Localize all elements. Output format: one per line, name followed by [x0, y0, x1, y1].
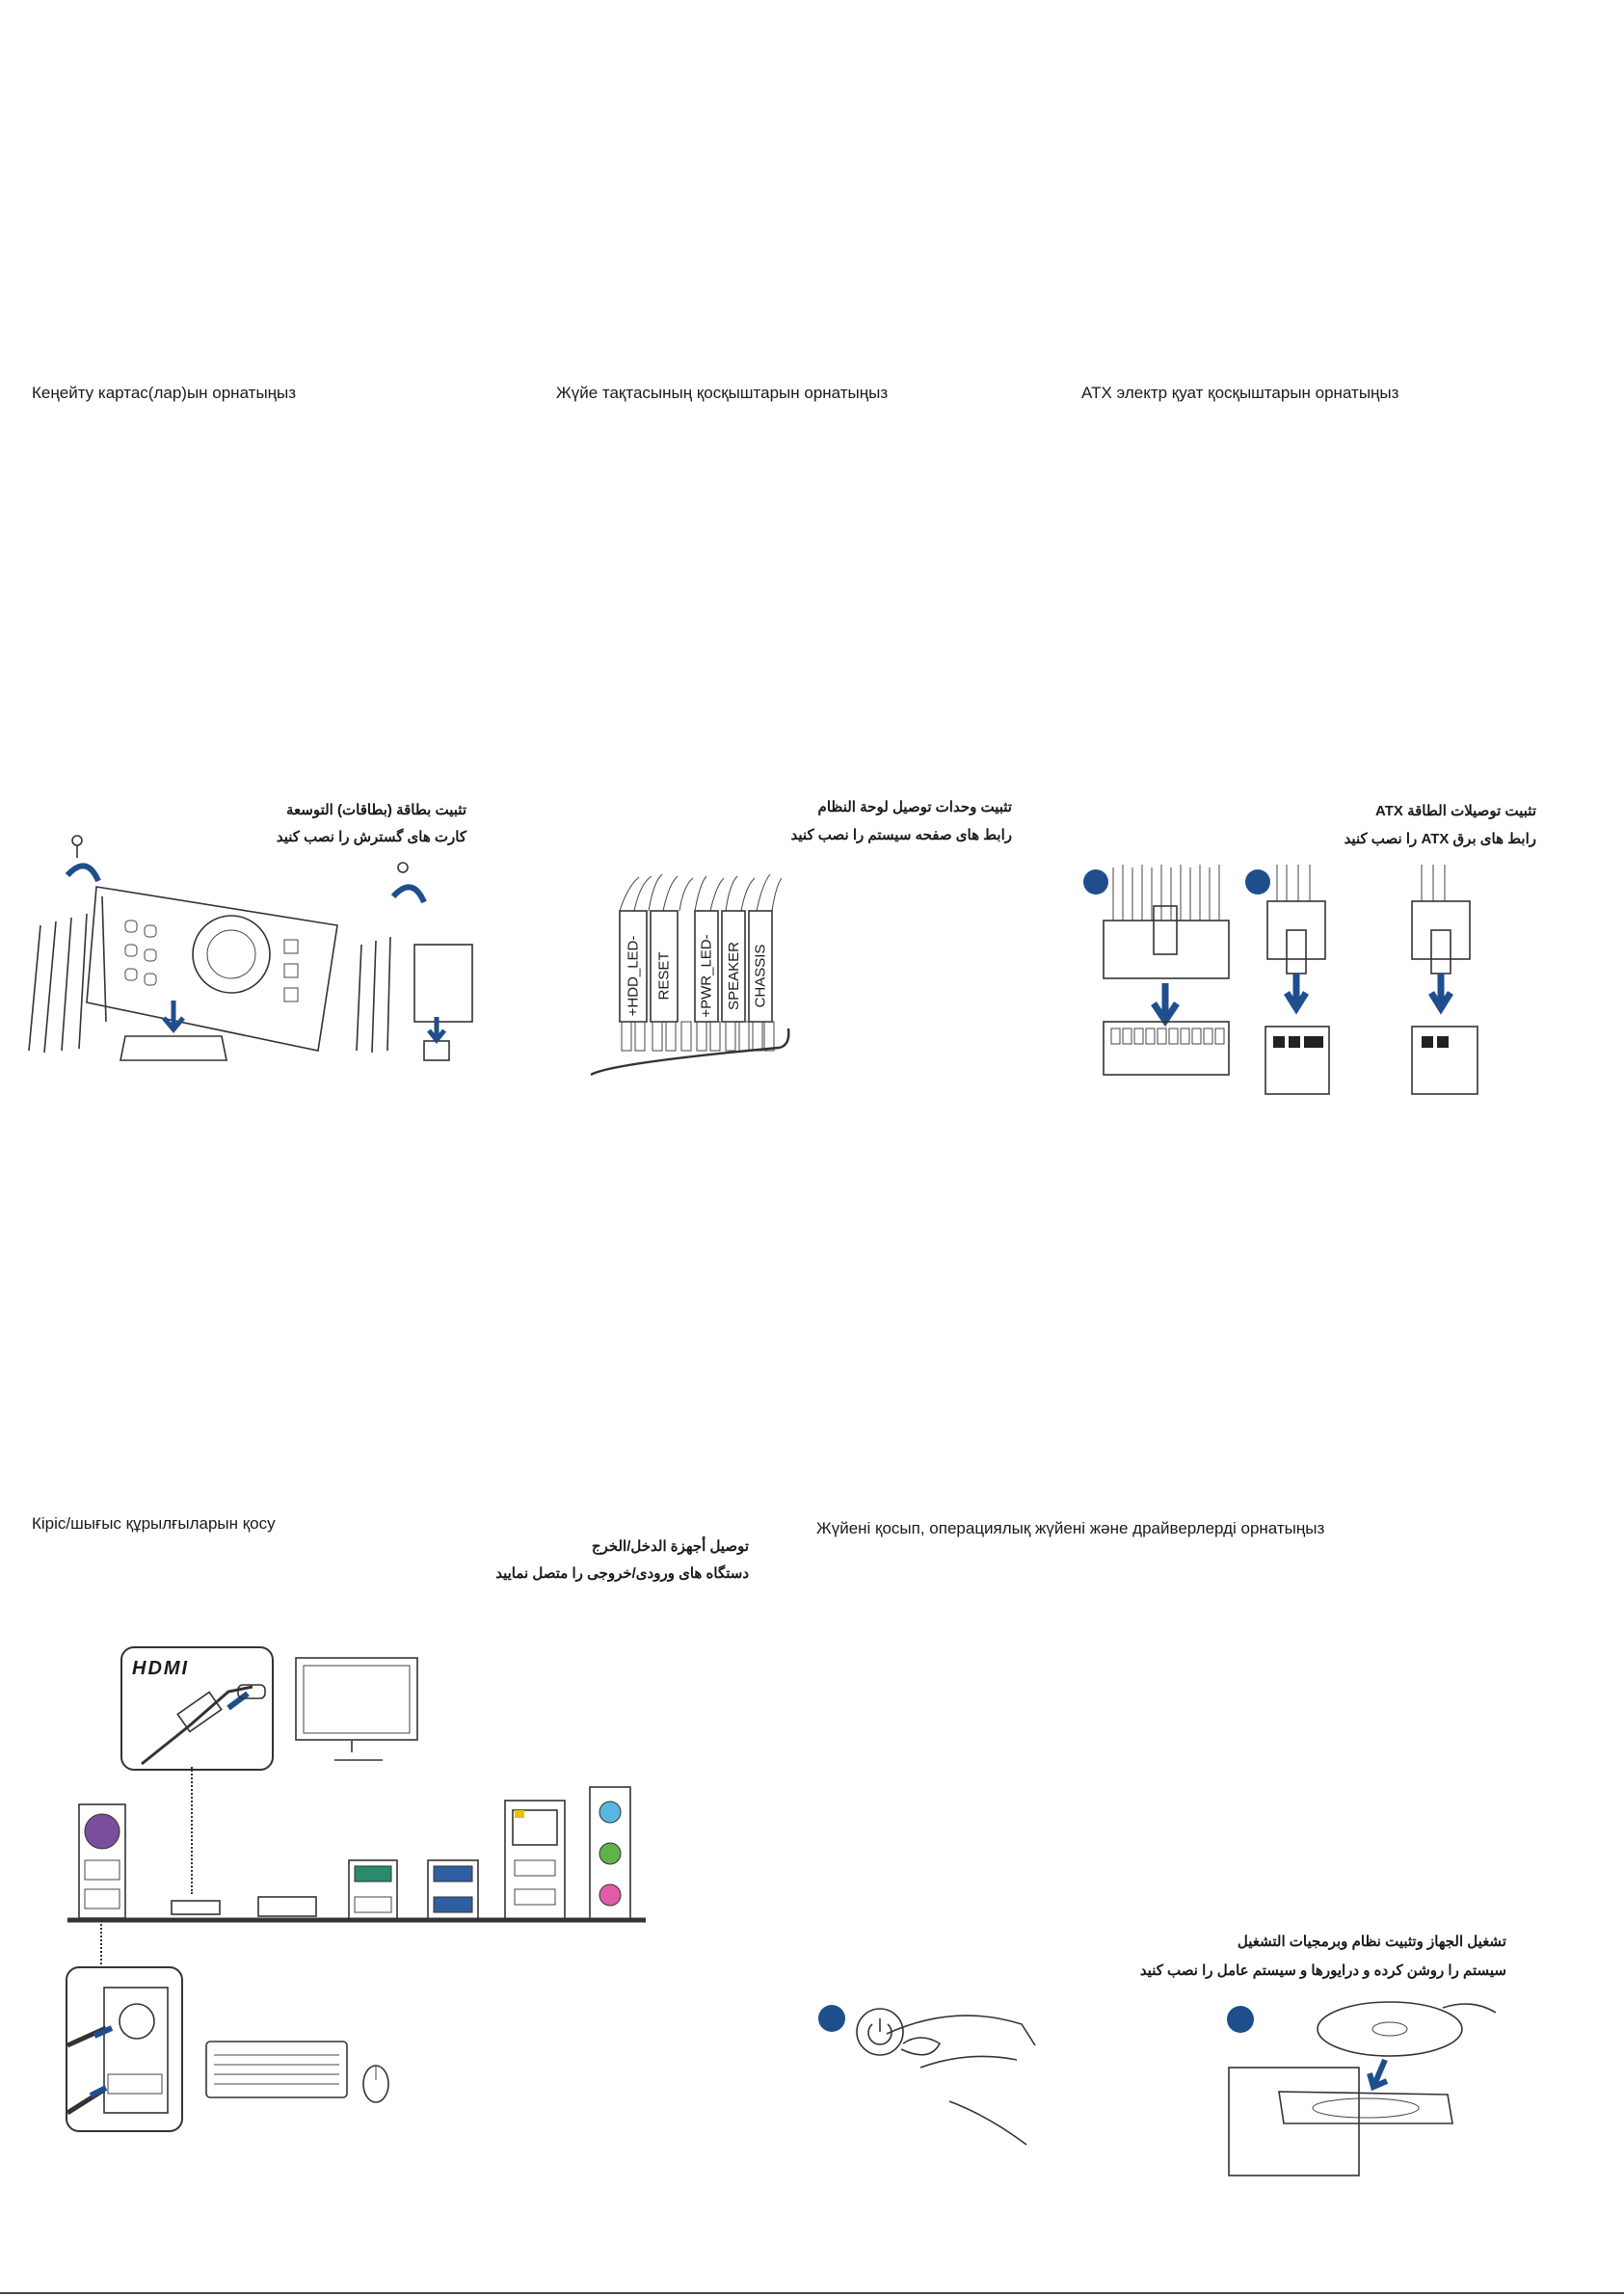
screw-icon — [397, 862, 409, 873]
install-disc-illustration — [1227, 2001, 1497, 2176]
hdmi-callout: HDMI — [120, 1646, 274, 1771]
pcie-slot — [120, 1035, 227, 1061]
power-on-heading-ar: تشغيل الجهاز وتثبيت نظام وبرمجيات التشغي… — [1237, 1934, 1506, 1950]
atx-heading-fa: رابط های برق ATX را نصب کنید — [1344, 831, 1536, 847]
atx-24pin-plug — [1103, 920, 1230, 979]
io-heading-ar: توصيل أجهزة الدخل/الخرج — [591, 1538, 749, 1555]
atx-24pin-socket — [1103, 1021, 1230, 1076]
graphics-card — [86, 886, 338, 1052]
monitor-icon — [295, 1657, 418, 1761]
insert-arrow-icon — [162, 1001, 185, 1033]
io-heading-fa: دستگاه های ورودی/خروجی را متصل نمایید — [495, 1565, 749, 1582]
system-panel-illustration: +HDD_LED- RESET +PWR_LED- SPEAKER CHASSI… — [590, 872, 793, 1077]
cpu-8pin-plug — [1266, 900, 1326, 960]
expansion-card-illustration — [28, 835, 473, 1061]
atx-heading-ar: تثبيت توصيلات الطاقة ATX — [1375, 803, 1536, 819]
power-on-heading-fa: سیستم را روشن کرده و درایورها و سیستم عا… — [1139, 1962, 1506, 1979]
power-button-illustration — [818, 2005, 1036, 2146]
small-expansion-card — [413, 944, 473, 1023]
displayport-port — [257, 1896, 317, 1917]
ps2-leader-line — [100, 1920, 102, 1968]
power-on-heading-kz: Жүйені қосып, операциялық жүйені және др… — [816, 1519, 1325, 1537]
cpu-8pin-socket — [1265, 1026, 1330, 1095]
hdmi-logo: HDMI — [132, 1658, 190, 1679]
connector-label-reset: RESET — [655, 951, 673, 1001]
connector-label-hdd-led: +HDD_LED- — [625, 935, 642, 1017]
connector-label-speaker: SPEAKER — [725, 942, 742, 1010]
board-edge — [590, 1028, 790, 1077]
power-button — [856, 2008, 904, 2056]
insert-arrow-icon — [1367, 2058, 1389, 2092]
keyboard-icon — [205, 2041, 348, 2098]
connector-label-chassis: CHASSIS — [752, 944, 769, 1008]
system-panel-heading-kz: Жүйе тақтасының қосқыштарын орнатыңыз — [556, 384, 889, 402]
atx-heading-kz: ATX электр қуат қосқыштарын орнатыңыз — [1081, 384, 1399, 402]
insert-arrow-icon — [1428, 974, 1453, 1015]
system-panel-heading-fa: رابط های صفحه سیستم را نصب کنید — [790, 827, 1012, 843]
screw-icon — [71, 835, 83, 858]
rotate-arrow-icon — [390, 884, 427, 904]
step-badge-1 — [818, 2005, 845, 2032]
system-panel-heading-ar: تثبيت وحدات توصيل لوحة النظام — [817, 799, 1012, 815]
atx-power-illustration — [1083, 865, 1478, 1095]
insert-arrow-icon — [1284, 974, 1309, 1015]
step-badge-1 — [1083, 869, 1108, 894]
cpu-4pin-socket — [1411, 1026, 1478, 1095]
mouse-icon — [362, 2065, 389, 2103]
pc-case-front — [1228, 2067, 1360, 2176]
page-bottom-rule — [0, 2292, 1624, 2294]
expansion-heading-kz: Кеңейту картас(лар)ын орнатыңыз — [32, 384, 297, 402]
step-badge-2 — [1227, 2006, 1254, 2033]
insert-arrow-icon — [427, 1017, 446, 1045]
expansion-heading-fa: کارت های گسترش را نصب کنید — [276, 829, 466, 845]
ps2-callout — [66, 1966, 183, 2132]
cpu-4pin-plug — [1411, 900, 1471, 960]
io-heading-kz: Кіріс/шығыс құрылғыларын қосу — [32, 1514, 276, 1533]
insert-arrow-icon — [1151, 983, 1180, 1028]
connector-label-pwr-led: +PWR_LED- — [698, 934, 715, 1018]
rotate-arrow-icon — [65, 863, 101, 883]
expansion-heading-ar: تثبيت بطاقة (بطاقات) التوسعة — [285, 802, 466, 818]
optical-tray — [1278, 2091, 1453, 2124]
rear-io-panel — [67, 1786, 646, 1923]
power-icon — [867, 2018, 892, 2045]
hdmi-port — [171, 1900, 221, 1915]
hdmi-leader-line — [191, 1767, 193, 1894]
disc-icon — [1317, 2001, 1463, 2057]
step-badge-2 — [1245, 869, 1270, 894]
